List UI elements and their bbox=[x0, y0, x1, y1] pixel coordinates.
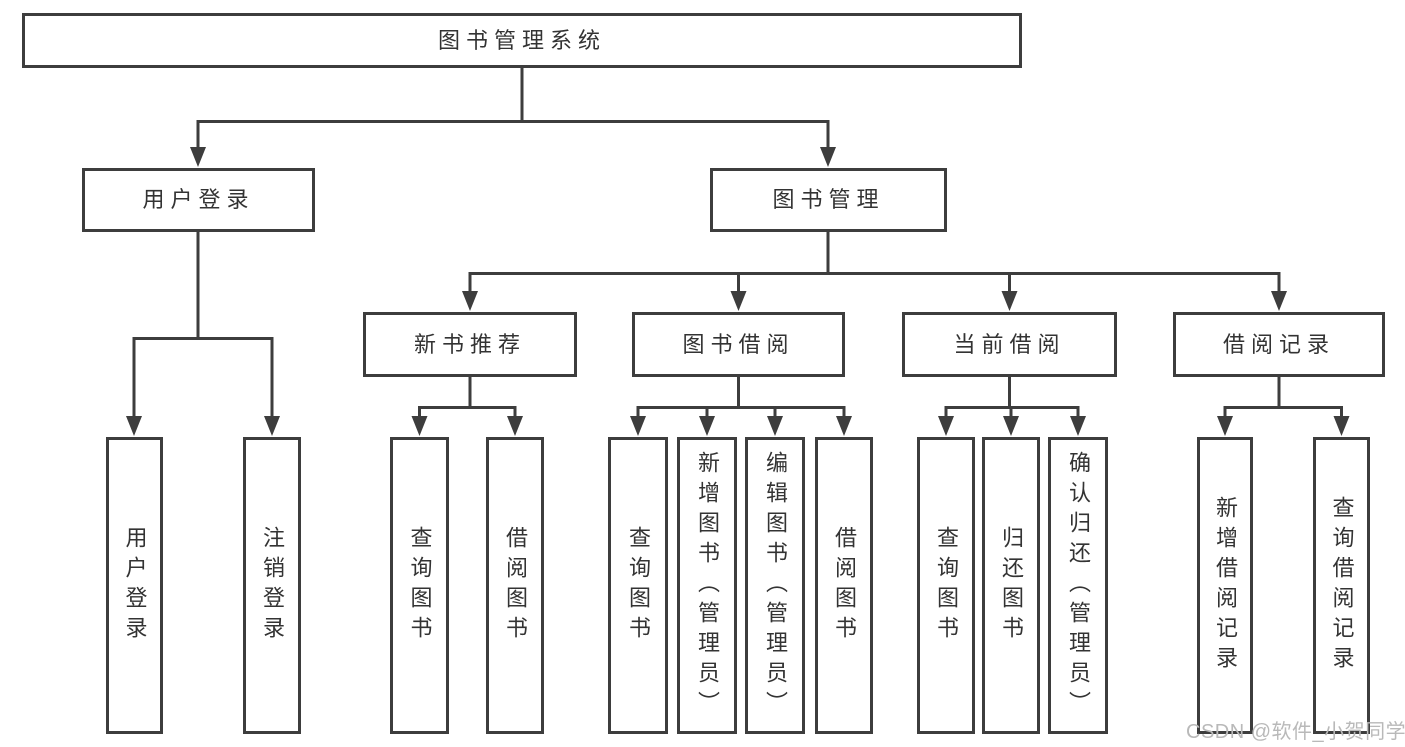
arrow-down-icon bbox=[1271, 291, 1287, 311]
arrow-down-icon bbox=[630, 416, 646, 436]
node-new-book-recommend: 新书推荐 bbox=[363, 312, 577, 377]
edge-level2-bus bbox=[196, 120, 830, 152]
leaf-logout-login: 注销登录 bbox=[243, 437, 301, 734]
leaf-user-login-label: 用户登录 bbox=[122, 525, 148, 646]
arrow-down-icon bbox=[1003, 416, 1019, 436]
arrow-down-icon bbox=[938, 416, 954, 436]
edge-user-login-bus bbox=[132, 337, 274, 420]
arrow-down-icon bbox=[411, 416, 428, 436]
edge-current-borrow-bus bbox=[944, 406, 1080, 420]
leaf-query-books-2-label: 查询图书 bbox=[626, 525, 651, 646]
leaf-query-borrow-record: 查询借阅记录 bbox=[1313, 437, 1370, 734]
leaf-add-borrow-record: 新增借阅记录 bbox=[1197, 437, 1253, 734]
node-new-book-recommend-label: 新书推荐 bbox=[413, 331, 526, 357]
node-borrow-records-label: 借阅记录 bbox=[1222, 331, 1335, 357]
arrow-down-icon bbox=[507, 416, 523, 436]
arrow-down-icon bbox=[1217, 416, 1233, 436]
leaf-confirm-return-admin: 确认归还（管理员） bbox=[1048, 437, 1108, 734]
arrow-down-icon bbox=[1333, 416, 1350, 436]
leaf-borrow-books-2-label: 借阅图书 bbox=[832, 525, 857, 646]
arrow-down-icon bbox=[767, 416, 783, 436]
leaf-logout-login-label: 注销登录 bbox=[260, 525, 285, 646]
edge-book-borrow-bus bbox=[636, 406, 846, 420]
edge-borrow-records-bus bbox=[1223, 406, 1343, 420]
node-current-borrow: 当前借阅 bbox=[902, 312, 1117, 377]
node-current-borrow-label: 当前借阅 bbox=[953, 331, 1066, 357]
node-root: 图书管理系统 bbox=[22, 13, 1022, 68]
leaf-query-books-1: 查询图书 bbox=[390, 437, 449, 734]
arrow-down-icon bbox=[820, 147, 836, 167]
node-book-management-label: 图书管理 bbox=[772, 187, 885, 212]
edge-section-stems bbox=[468, 377, 1281, 409]
edge-level3-bus bbox=[468, 272, 1281, 295]
leaf-borrow-books-1: 借阅图书 bbox=[486, 437, 544, 734]
leaf-add-borrow-record-label: 新增借阅记录 bbox=[1213, 495, 1238, 676]
leaf-query-books-3-label: 查询图书 bbox=[934, 525, 959, 646]
leaf-add-book-admin: 新增图书（管理员） bbox=[677, 437, 737, 734]
arrow-down-icon bbox=[836, 416, 852, 436]
leaf-return-books-label: 归还图书 bbox=[999, 525, 1024, 646]
leaf-add-book-admin-label: 新增图书（管理员） bbox=[695, 450, 720, 721]
leaf-query-books-2: 查询图书 bbox=[608, 437, 668, 734]
arrow-down-icon bbox=[730, 291, 747, 311]
edge-new-book-bus bbox=[418, 406, 517, 420]
arrow-down-icon bbox=[126, 416, 142, 436]
leaf-borrow-books-1-label: 借阅图书 bbox=[503, 525, 528, 646]
leaf-return-books: 归还图书 bbox=[982, 437, 1040, 734]
leaf-borrow-books-2: 借阅图书 bbox=[815, 437, 873, 734]
leaf-user-login: 用户登录 bbox=[106, 437, 163, 734]
leaf-query-books-3: 查询图书 bbox=[917, 437, 975, 734]
arrow-down-icon bbox=[190, 147, 206, 167]
node-user-login: 用户登录 bbox=[82, 168, 315, 232]
node-borrow-records: 借阅记录 bbox=[1173, 312, 1385, 377]
leaf-edit-book-admin-label: 编辑图书（管理员） bbox=[763, 450, 788, 721]
csdn-watermark: CSDN @软件_小贺同学 bbox=[1186, 721, 1405, 743]
arrow-down-icon bbox=[264, 416, 280, 436]
arrow-down-icon bbox=[1001, 291, 1018, 311]
node-book-borrow-label: 图书借阅 bbox=[682, 331, 795, 357]
leaf-edit-book-admin: 编辑图书（管理员） bbox=[745, 437, 805, 734]
leaf-query-books-1-label: 查询图书 bbox=[407, 525, 433, 646]
node-user-login-label: 用户登录 bbox=[142, 187, 255, 212]
leaf-confirm-return-admin-label: 确认归还（管理员） bbox=[1066, 450, 1091, 721]
arrow-down-icon bbox=[699, 416, 715, 436]
node-book-management: 图书管理 bbox=[710, 168, 947, 232]
node-root-label: 图书管理系统 bbox=[437, 27, 606, 53]
node-book-borrow: 图书借阅 bbox=[632, 312, 845, 377]
arrow-down-icon bbox=[1070, 416, 1086, 436]
arrow-down-icon bbox=[462, 291, 478, 311]
leaf-query-borrow-record-label: 查询借阅记录 bbox=[1329, 495, 1355, 676]
